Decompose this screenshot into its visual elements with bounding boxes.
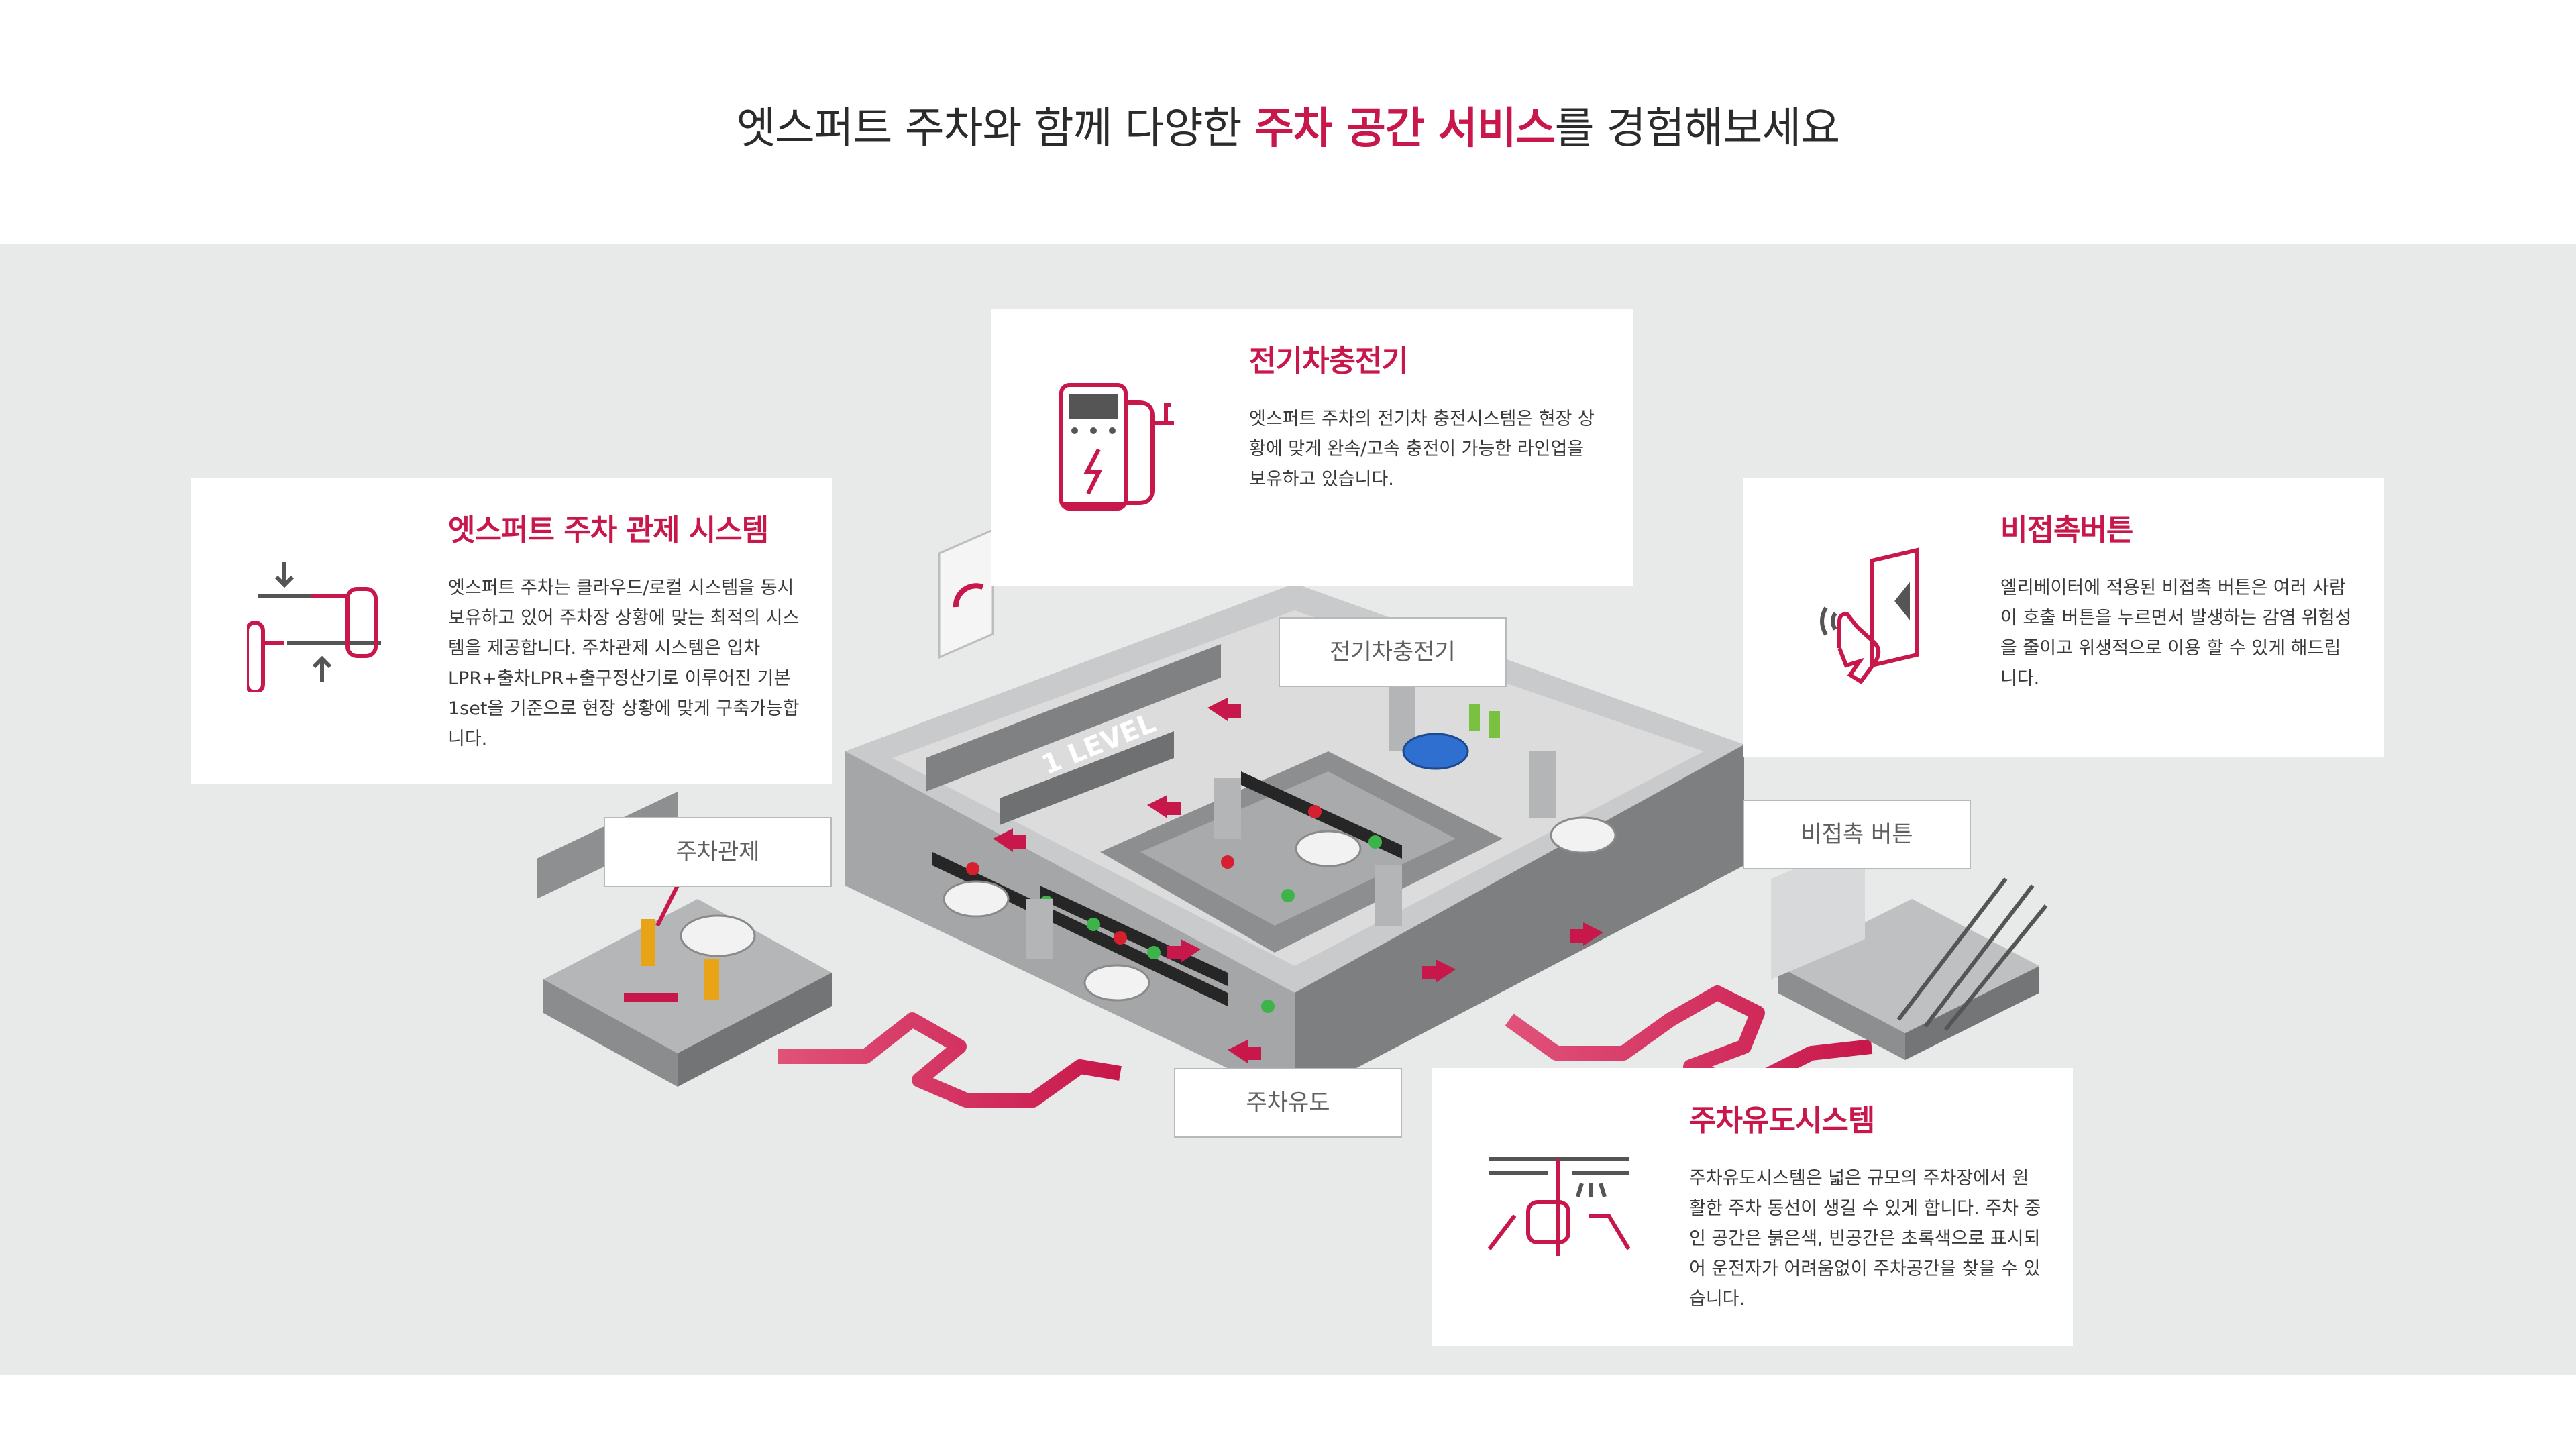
page-headline: 엣스퍼트 주차와 함께 다양한 주차 공간 서비스를 경험해보세요 — [0, 94, 2576, 156]
card-parking-guide: 주차유도시스템 주차유도시스템은 넓은 규모의 주차장에서 원 활한 주차 동선… — [1432, 1068, 2073, 1346]
headline-accent: 주차 공간 서비스 — [1254, 104, 1556, 154]
ev-charger-icon — [1059, 383, 1174, 511]
parking-control-icon — [247, 562, 381, 692]
tag-parking-control: 주차관제 — [604, 817, 832, 887]
card-body-line: 엘리베이터에 적용된 비접촉 버튼은 여러 사람 — [2000, 578, 2346, 598]
card-body-line: 템을 제공합니다. 주차관제 시스템은 입차 — [448, 638, 761, 659]
card-body-touchless-button: 엘리베이터에 적용된 비접촉 버튼은 여러 사람 이 호출 버튼을 누르면서 발… — [2000, 573, 2351, 694]
parking-illustration: 1 LEVEL — [537, 528, 2048, 1108]
card-title-ev-charger: 전기차충전기 — [1249, 344, 1409, 378]
ev-car — [1402, 733, 1469, 770]
card-body-line: 주차유도시스템은 넓은 규모의 주차장에서 원 — [1689, 1168, 2029, 1189]
card-body-line: 어 운전자가 어려움없이 주차공간을 찾을 수 있 — [1689, 1258, 2041, 1279]
parking-control-scene — [537, 792, 832, 1087]
garage-structure: 1 LEVEL — [845, 528, 1744, 1100]
card-body-line: 니다. — [2000, 668, 2040, 689]
card-title-parking-control: 엣스퍼트 주차 관제 시스템 — [448, 513, 769, 547]
card-body-parking-control: 엣스퍼트 주차는 클라우드/로컬 시스템을 동시 보유하고 있어 주차장 상황에… — [448, 573, 800, 754]
card-title-parking-guide: 주차유도시스템 — [1689, 1104, 1875, 1138]
escalator-scene — [1771, 839, 2048, 1060]
card-title-touchless-button: 비접촉버튼 — [2000, 513, 2133, 547]
parking-guide-icon — [1488, 1157, 1631, 1256]
card-ev-charger: 전기차충전기 엣스퍼트 주차의 전기차 충전시스템은 현장 상 황에 맞게 완속… — [991, 309, 1633, 586]
card-body-line: 황에 맞게 완속/고속 충전이 가능한 라인업을 — [1249, 439, 1585, 460]
card-touchless-button: 비접촉버튼 엘리베이터에 적용된 비접촉 버튼은 여러 사람 이 호출 버튼을 … — [1743, 478, 2384, 757]
card-body-line: 인 공간은 붉은색, 빈공간은 초록색으로 표시되 — [1689, 1228, 2041, 1249]
card-body-line: 이 호출 버튼을 누르면서 발생하는 감염 위험성 — [2000, 608, 2352, 629]
card-body-line: 활한 주차 동선이 생길 수 있게 합니다. 주차 중 — [1689, 1198, 2041, 1219]
card-body-ev-charger: 엣스퍼트 주차의 전기차 충전시스템은 현장 상 황에 맞게 완속/고속 충전이… — [1249, 404, 1595, 494]
headline-prefix: 엣스퍼트 주차와 함께 다양한 — [736, 104, 1254, 154]
card-body-line: 엣스퍼트 주차의 전기차 충전시스템은 현장 상 — [1249, 409, 1595, 429]
card-body-line: 1set을 기준으로 현장 상황에 맞게 구축가능합 — [448, 698, 800, 719]
tag-touchless-button: 비접촉 버튼 — [1743, 800, 1971, 869]
tag-ev-charger: 전기차충전기 — [1279, 617, 1507, 687]
card-body-line: 니다. — [448, 729, 488, 749]
headline-suffix: 를 경험해보세요 — [1554, 104, 1841, 154]
card-body-line: 보유하고 있습니다. — [1249, 469, 1394, 490]
card-body-parking-guide: 주차유도시스템은 넓은 규모의 주차장에서 원 활한 주차 동선이 생길 수 있… — [1689, 1163, 2041, 1314]
card-body-line: 엣스퍼트 주차는 클라우드/로컬 시스템을 동시 — [448, 578, 794, 598]
card-body-line: 보유하고 있어 주차장 상황에 맞는 최적의 시스 — [448, 608, 800, 629]
card-parking-control: 엣스퍼트 주차 관제 시스템 엣스퍼트 주차는 클라우드/로컬 시스템을 동시 … — [191, 478, 832, 784]
card-body-line: 을 줄이고 위생적으로 이용 할 수 있게 해드립 — [2000, 638, 2341, 659]
card-body-line: LPR+출차LPR+출구정산기로 이루어진 기본 — [448, 668, 791, 689]
touchless-button-icon — [1820, 547, 1919, 685]
tag-parking-guide: 주차유도 — [1174, 1068, 1402, 1138]
card-body-line: 습니다. — [1689, 1289, 1746, 1309]
